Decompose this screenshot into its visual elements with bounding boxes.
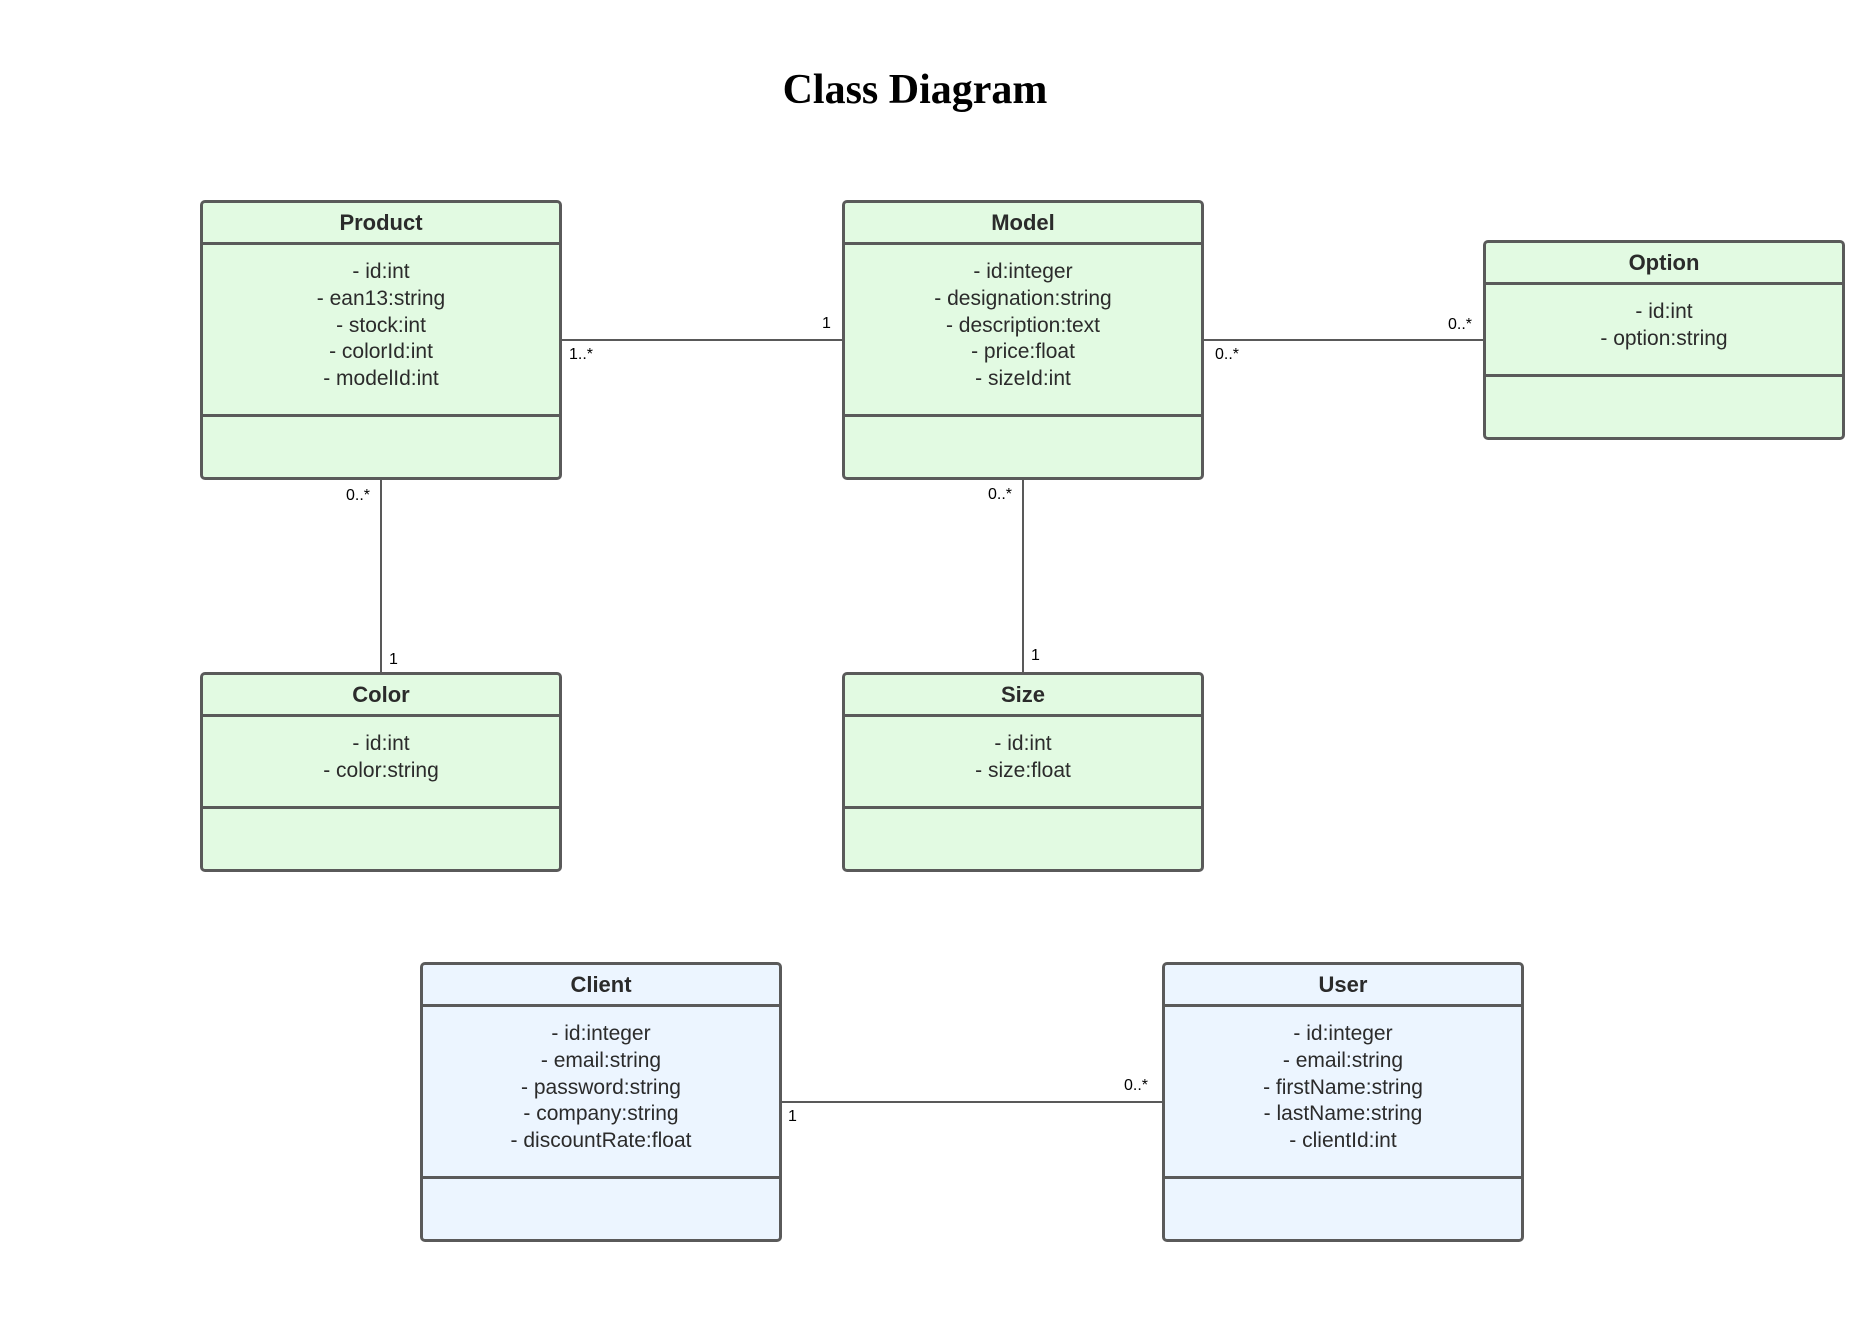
attribute: - modelId:int xyxy=(323,367,439,391)
attribute-compartment: - id:int - option:string xyxy=(1486,285,1842,377)
attribute: - size:float xyxy=(975,758,1071,782)
mult-client-user-from: 1 xyxy=(788,1108,797,1125)
attribute-compartment: - id:int - ean13:string - stock:int - co… xyxy=(203,245,559,417)
attribute-compartment: - id:integer - email:string - firstName:… xyxy=(1165,1007,1521,1179)
class-client[interactable]: Client - id:integer - email:string - pas… xyxy=(420,962,782,1242)
class-name: Option xyxy=(1486,243,1842,285)
mult-product-color-from: 0..* xyxy=(346,487,370,504)
mult-product-color-to: 1 xyxy=(389,651,398,668)
attribute: - designation:string xyxy=(934,286,1112,310)
class-color[interactable]: Color - id:int - color:string xyxy=(200,672,562,872)
attribute: - lastName:string xyxy=(1263,1102,1423,1126)
class-name: Color xyxy=(203,675,559,717)
attribute: - email:string xyxy=(1282,1048,1404,1072)
attribute: - option:string xyxy=(1600,326,1728,350)
attribute: - clientId:int xyxy=(1289,1129,1397,1153)
attribute: - id:integer xyxy=(551,1022,651,1045)
diagram-title: Class Diagram xyxy=(782,67,1048,113)
attribute: - ean13:string xyxy=(316,286,446,310)
mult-client-user-to: 0..* xyxy=(1124,1077,1148,1094)
class-option[interactable]: Option - id:int - option:string xyxy=(1483,240,1845,440)
mult-model-option-to: 0..* xyxy=(1448,316,1472,333)
attribute: - stock:int xyxy=(336,313,426,337)
attribute: - password:string xyxy=(521,1075,681,1099)
class-user[interactable]: User - id:integer - email:string - first… xyxy=(1162,962,1524,1242)
attribute: - email:string xyxy=(540,1048,662,1072)
class-name: Size xyxy=(845,675,1201,717)
attribute-compartment: - id:int - size:float xyxy=(845,717,1201,809)
attribute: - sizeId:int xyxy=(975,367,1071,391)
attribute: - colorId:int xyxy=(329,340,433,364)
attribute: - id:int xyxy=(352,732,410,755)
class-name: Model xyxy=(845,203,1201,245)
attribute: - color:string xyxy=(323,758,439,782)
attribute: - firstName:string xyxy=(1263,1075,1423,1099)
attribute: - company:string xyxy=(523,1102,679,1126)
mult-product-model-from: 1..* xyxy=(569,346,593,363)
class-name: Client xyxy=(423,965,779,1007)
attribute: - id:int xyxy=(352,260,410,283)
mult-product-model-to: 1 xyxy=(822,315,831,332)
mult-model-size-to: 1 xyxy=(1031,647,1040,664)
attribute: - id:integer xyxy=(1293,1022,1393,1045)
class-product[interactable]: Product - id:int - ean13:string - stock:… xyxy=(200,200,562,480)
mult-model-size-from: 0..* xyxy=(988,486,1012,503)
attribute-compartment: - id:integer - designation:string - desc… xyxy=(845,245,1201,417)
attribute: - description:text xyxy=(945,313,1101,337)
mult-model-option-from: 0..* xyxy=(1215,346,1239,363)
attribute-compartment: - id:int - color:string xyxy=(203,717,559,809)
class-size[interactable]: Size - id:int - size:float xyxy=(842,672,1204,872)
class-model[interactable]: Model - id:integer - designation:string … xyxy=(842,200,1204,480)
attribute: - id:int xyxy=(1635,300,1693,323)
class-name: User xyxy=(1165,965,1521,1007)
class-name: Product xyxy=(203,203,559,245)
attribute: - id:int xyxy=(994,732,1052,755)
attribute: - price:float xyxy=(971,340,1075,364)
attribute: - discountRate:float xyxy=(510,1129,692,1153)
attribute: - id:integer xyxy=(973,260,1073,283)
attribute-compartment: - id:integer - email:string - password:s… xyxy=(423,1007,779,1179)
